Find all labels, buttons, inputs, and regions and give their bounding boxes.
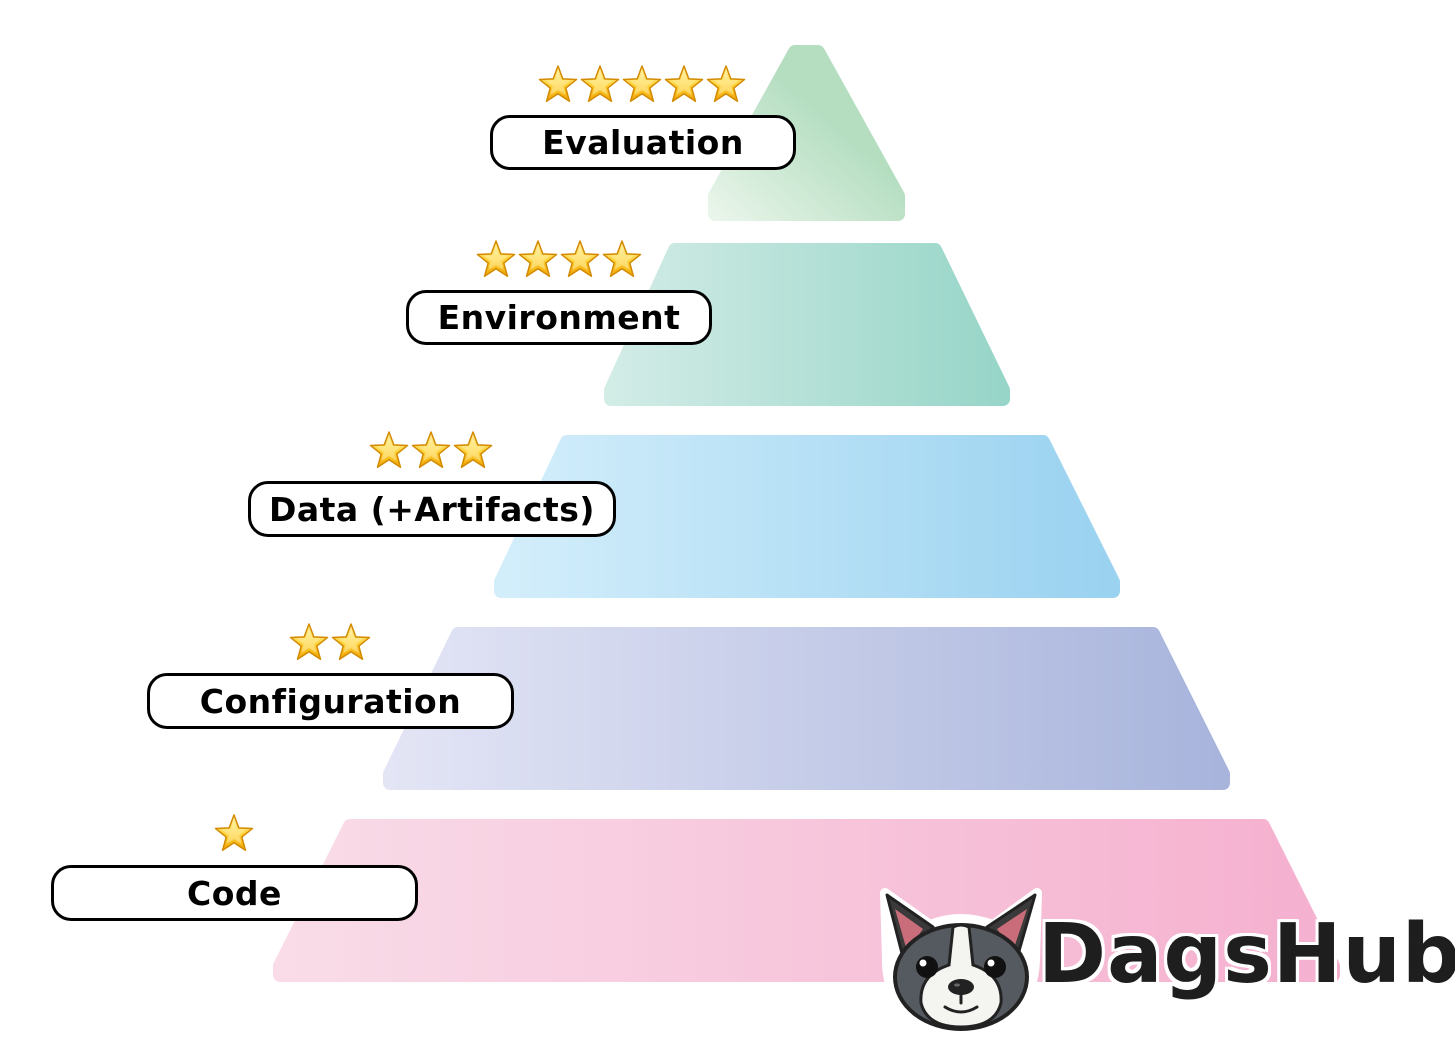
dog-icon [880, 888, 1042, 1035]
dagshub-wordmark: DagsHub [1038, 907, 1455, 1002]
star-icon [602, 240, 642, 278]
label-code: Code [51, 865, 418, 921]
star-icon [331, 623, 371, 661]
star-icon [560, 240, 600, 278]
star-rating-evaluation [537, 63, 747, 105]
star-icon [289, 623, 329, 661]
label-environment: Environment [406, 290, 712, 345]
pyramid-layer-code [273, 819, 1340, 982]
star-rating-data [368, 429, 494, 471]
star-icon [411, 431, 451, 469]
label-configuration: Configuration [147, 673, 514, 729]
star-icon [476, 240, 516, 278]
star-icon [664, 65, 704, 103]
star-icon [518, 240, 558, 278]
star-rating-configuration [288, 621, 372, 663]
label-data-artifacts: Data (+Artifacts) [248, 481, 616, 537]
label-evaluation: Evaluation [490, 115, 796, 170]
pyramid-layer-configuration [383, 627, 1230, 790]
pyramid-layer-data [494, 435, 1120, 598]
star-icon [214, 814, 254, 852]
star-rating-environment [475, 238, 643, 280]
star-icon [453, 431, 493, 469]
star-icon [622, 65, 662, 103]
star-icon [706, 65, 746, 103]
star-icon [538, 65, 578, 103]
pyramid-layer-environment [604, 243, 1010, 406]
star-rating-code [213, 812, 255, 854]
star-icon [580, 65, 620, 103]
pyramid-layer-evaluation [708, 45, 905, 221]
star-icon [369, 431, 409, 469]
dagshub-logo: DagsHub [875, 885, 1455, 1035]
